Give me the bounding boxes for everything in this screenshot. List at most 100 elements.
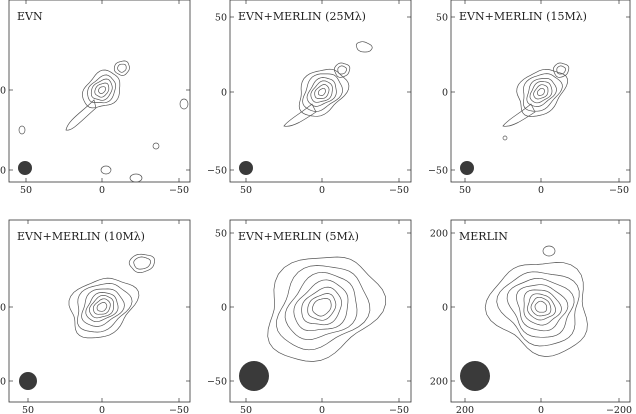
contour-island [152, 142, 160, 150]
beam-ellipse [460, 361, 490, 391]
map-panel: EVN+MERLIN (10Mλ)500−500−50 [0, 219, 191, 414]
x-tick-label: −50 [169, 405, 189, 414]
x-tick-label: 50 [22, 405, 34, 414]
contour-level [516, 284, 569, 332]
contour-island [179, 98, 189, 110]
panel-title: EVN+MERLIN (10Mλ) [17, 230, 145, 243]
y-tick-label: −50 [0, 377, 6, 388]
contour-level [128, 253, 155, 273]
contour-level [302, 73, 343, 112]
contour-level [333, 62, 351, 78]
y-tick-label: 50 [215, 229, 227, 240]
contour-level [89, 295, 115, 319]
x-tick-label: 0 [538, 185, 544, 196]
x-tick-label: 0 [99, 405, 105, 414]
contour-island [100, 165, 112, 175]
contour-level [98, 86, 106, 94]
contour-level [90, 78, 113, 101]
beam-ellipse [18, 161, 32, 175]
y-tick-label: 50 [215, 13, 227, 24]
panel-frame [8, 0, 191, 183]
y-tick-label: 0 [0, 86, 6, 97]
y-tick-label: 200 [430, 377, 448, 388]
panel-frame [450, 0, 631, 183]
panel-title: EVN+MERLIN (5Mλ) [238, 230, 359, 243]
panel-title: EVN [17, 10, 43, 23]
contour-island [502, 135, 508, 141]
contour-level [276, 265, 371, 351]
contour-level [506, 277, 575, 338]
contour-level [523, 289, 562, 326]
contour-level [133, 256, 152, 270]
x-tick-label: 0 [538, 405, 544, 414]
x-tick-label: −50 [389, 405, 409, 414]
y-tick-label: 0 [221, 88, 227, 99]
beam-ellipse [239, 361, 269, 391]
contour-level [534, 300, 548, 313]
contour-level [284, 271, 358, 341]
x-tick-label: −50 [609, 185, 629, 196]
contour-jet [65, 99, 97, 131]
contour-level [529, 81, 553, 104]
contour-island [129, 173, 143, 183]
contour-level [523, 73, 563, 112]
contour-level [314, 84, 330, 99]
x-tick-label: 200 [456, 405, 474, 414]
y-tick-label: 0 [442, 88, 448, 99]
x-tick-label: 50 [459, 185, 471, 196]
contour-level [556, 65, 566, 75]
contour-level [496, 271, 580, 347]
beam-ellipse [19, 372, 37, 390]
contour-level [298, 68, 350, 117]
contour-level [68, 277, 140, 339]
contour-level [312, 298, 332, 317]
beam-ellipse [239, 161, 253, 175]
contour-level [318, 87, 326, 96]
contour-level [301, 286, 342, 326]
contour-level [85, 292, 119, 323]
contour-level [267, 256, 387, 362]
map-panel: MERLIN 200 0 −200 200 0 200 [430, 219, 632, 414]
contour-level [87, 74, 117, 104]
panel-frame [450, 219, 631, 403]
x-tick-label: −50 [169, 185, 189, 196]
contour-level [81, 69, 121, 109]
x-tick-label: 0 [319, 185, 325, 196]
x-tick-label: 50 [240, 185, 252, 196]
x-tick-label: 50 [240, 405, 252, 414]
contour-level [552, 62, 570, 78]
panel-title: EVN+MERLIN (15Mλ) [459, 10, 587, 23]
y-tick-label: 0 [221, 303, 227, 314]
contour-level [77, 283, 133, 333]
y-tick-label: 50 [436, 13, 448, 24]
x-tick-label: 50 [20, 185, 32, 196]
panel-title: MERLIN [459, 230, 508, 243]
panel-frame [229, 219, 412, 403]
panel-frame [229, 0, 412, 183]
contour-level [306, 77, 337, 107]
contour-level [96, 302, 108, 312]
contour-level [355, 41, 373, 53]
contour-level [526, 77, 557, 107]
contour-level [484, 262, 588, 357]
panel-frame [8, 219, 191, 403]
x-tick-label: 0 [99, 185, 105, 196]
y-tick-label: 0 [442, 303, 448, 314]
x-tick-label: −200 [606, 405, 632, 414]
contour-level [530, 296, 552, 317]
contour-jet [502, 103, 536, 127]
contour-level [527, 293, 556, 321]
y-tick-label: 200 [430, 229, 448, 240]
y-tick-label: −50 [428, 166, 448, 177]
contour-level [307, 293, 337, 321]
contour-island [542, 245, 556, 257]
contour-level [117, 63, 127, 73]
contour-level [516, 68, 568, 117]
contour-level [293, 279, 349, 332]
contour-level [310, 80, 333, 103]
map-panel: EVN+MERLIN (15Mλ) 50 0 −50 50 0 −50 [428, 0, 631, 196]
